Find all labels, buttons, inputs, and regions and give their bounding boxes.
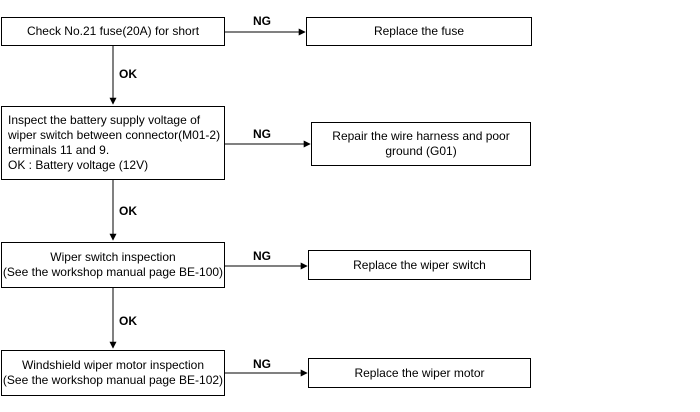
ng-label-4: NG (253, 357, 271, 371)
ng-result-2-text: Repair the wire harness and poor ground … (332, 129, 510, 158)
step-2-box: Inspect the battery supply voltage of wi… (1, 106, 225, 180)
step-3-box: Wiper switch inspection (See the worksho… (1, 242, 225, 288)
ok-label-2: OK (119, 204, 137, 218)
step-1-box: Check No.21 fuse(20A) for short (1, 17, 225, 46)
ng-result-4-text: Replace the wiper motor (354, 365, 485, 380)
ng-label-3: NG (253, 249, 271, 263)
ng-label-2: NG (253, 127, 271, 141)
ok-label-1: OK (119, 67, 137, 81)
step-3-text: Wiper switch inspection (See the worksho… (2, 250, 224, 279)
step-1-text: Check No.21 fuse(20A) for short (26, 24, 200, 38)
ng-result-1-text: Replace the fuse (373, 24, 465, 38)
step-4-box: Windshield wiper motor inspection (See t… (1, 350, 225, 396)
ng-result-3-text: Replace the wiper switch (353, 257, 486, 272)
ng-result-4-box: Replace the wiper motor (308, 358, 531, 388)
ng-result-2-box: Repair the wire harness and poor ground … (311, 122, 531, 166)
step-4-text: Windshield wiper motor inspection (See t… (2, 358, 224, 387)
ok-label-3: OK (119, 314, 137, 328)
ng-result-1-box: Replace the fuse (306, 17, 532, 46)
step-2-text: Inspect the battery supply voltage of wi… (8, 113, 221, 172)
ng-label-1: NG (253, 14, 271, 28)
ng-result-3-box: Replace the wiper switch (308, 250, 531, 280)
